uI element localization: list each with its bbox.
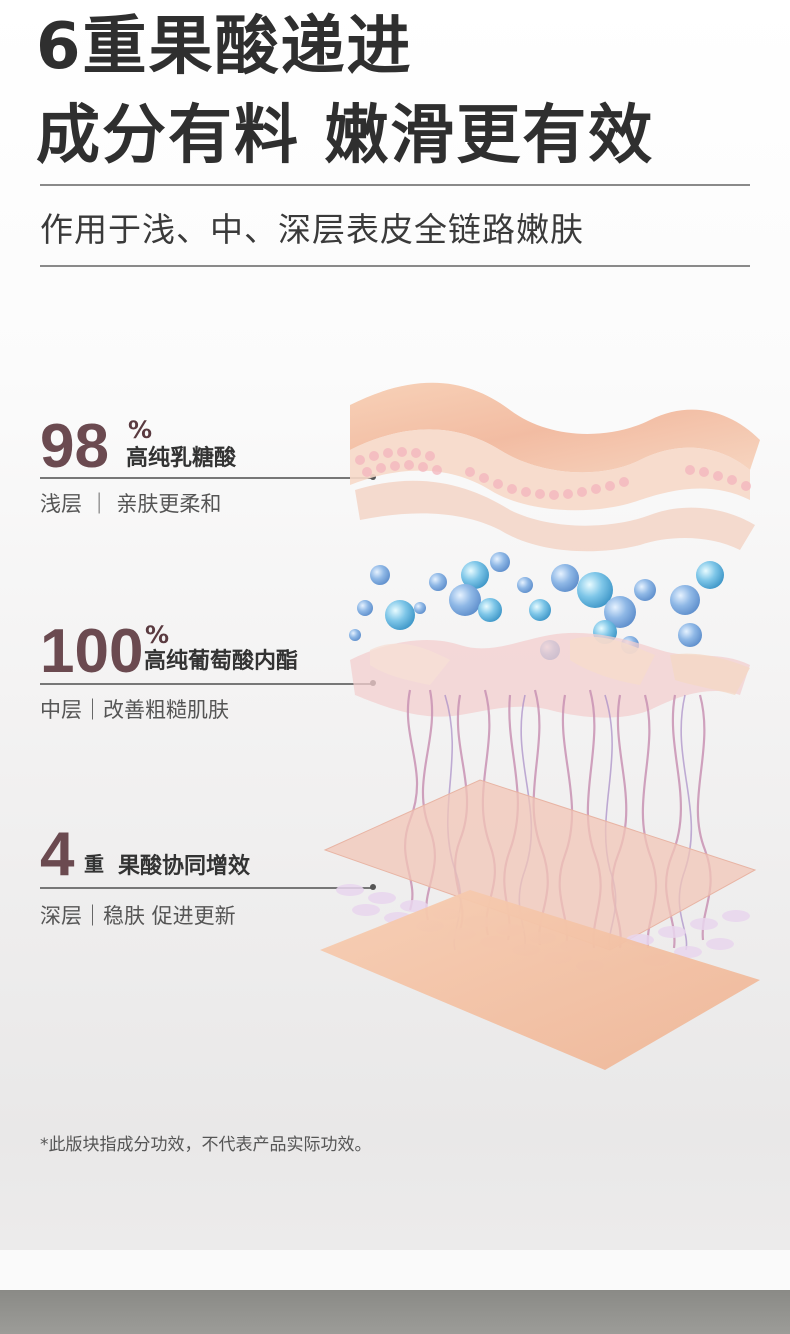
- pointer-dot: [370, 884, 376, 890]
- layer-unit: %: [145, 621, 170, 649]
- pointer-line: [40, 887, 372, 889]
- layer-desc: 浅层 ｜ 亲肤更柔和: [40, 492, 222, 516]
- page-title-line-1: 6重果酸递进: [36, 10, 413, 84]
- acid-bubbles: [349, 552, 724, 660]
- layer-number: 4: [40, 820, 75, 889]
- divider: [40, 184, 750, 186]
- pointer-line: [40, 683, 372, 685]
- layer-label: 果酸协同增效: [118, 854, 251, 879]
- layer-unit: %: [128, 416, 153, 444]
- top-skin-layer: [350, 382, 760, 552]
- layer-label: 高纯葡萄酸内酯: [144, 649, 299, 674]
- page-subtitle: 作用于浅、中、深层表皮全链路嫩肤: [40, 210, 584, 249]
- layer-label: 高纯乳糖酸: [126, 446, 237, 471]
- layer-unit: 重: [84, 852, 104, 876]
- layer-number: 100: [40, 617, 144, 686]
- next-section-band: [0, 1290, 790, 1334]
- disclaimer-note: *此版块指成分功效，不代表产品实际功效。: [40, 1135, 372, 1155]
- divider: [40, 265, 750, 267]
- layer-deep: 4 重 果酸协同增效 深层｜稳肤 促进更新: [40, 820, 380, 930]
- layer-middle: 100 % 高纯葡萄酸内酯 中层｜改善粗糙肌肤: [40, 615, 380, 725]
- pointer-line: [40, 477, 372, 479]
- layer-shallow: 98 % 高纯乳糖酸 浅层 ｜ 亲肤更柔和: [40, 410, 380, 520]
- layer-desc: 中层｜改善粗糙肌肤: [40, 698, 229, 722]
- layer-number: 98: [40, 412, 109, 481]
- page-title-line-2: 成分有料 嫩滑更有效: [36, 99, 655, 173]
- skin-layers-illustration: [320, 382, 760, 1070]
- section-gap: [0, 1250, 790, 1290]
- middle-skin-layer: [350, 632, 750, 718]
- layer-desc: 深层｜稳肤 促进更新: [40, 904, 236, 928]
- bottom-skin-layer: [320, 779, 760, 1070]
